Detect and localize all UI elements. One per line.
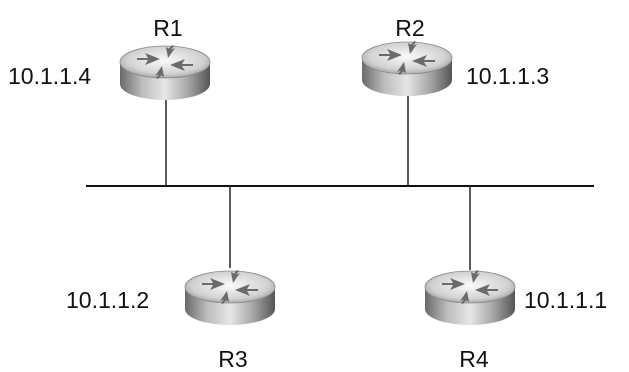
router-icon [361, 40, 453, 97]
router-icon [424, 269, 516, 326]
router-name: R4 [459, 346, 489, 372]
router-ip: 10.1.1.3 [466, 63, 549, 89]
router-r2[interactable]: R2 10.1.1.3 [361, 15, 549, 97]
router-name: R1 [153, 15, 182, 41]
router-ip: 10.1.1.2 [66, 287, 149, 313]
router-icon [119, 44, 211, 101]
router-r3[interactable]: R3 10.1.1.2 [66, 269, 276, 372]
router-ip: 10.1.1.1 [524, 287, 607, 313]
router-name: R2 [395, 15, 424, 41]
router-ip: 10.1.1.4 [8, 63, 91, 89]
router-r4[interactable]: R4 10.1.1.1 [424, 269, 607, 372]
router-icon [184, 269, 276, 326]
router-name: R3 [218, 346, 247, 372]
router-r1[interactable]: R1 10.1.1.4 [8, 15, 211, 101]
